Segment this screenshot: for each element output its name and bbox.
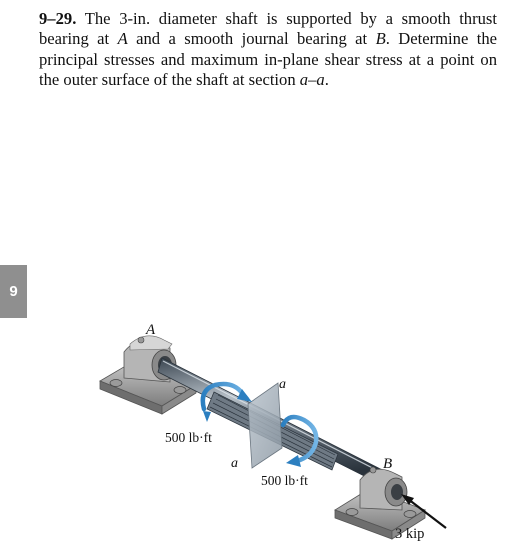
problem-statement: 9–29. The 3-in. diameter shaft is suppor… xyxy=(39,9,497,91)
torque-arrow-left xyxy=(200,381,252,422)
torque-arrow-right xyxy=(280,414,319,467)
section-ref: a–a xyxy=(299,70,325,90)
problem-number: 9–29. xyxy=(39,9,77,28)
label-bearing-b: B xyxy=(383,456,392,472)
label-bearing-a: A xyxy=(145,322,156,338)
problem-text-2: and a smooth journal bearing at xyxy=(127,29,376,49)
bearing-b xyxy=(334,466,426,540)
label-axial-load: 3 kip xyxy=(395,526,424,542)
shaft-figure: A a 500 lb·ft a B 500 lb·ft 3 kip xyxy=(99,322,447,542)
chapter-tab: 9 xyxy=(0,265,27,318)
label-section-top: a xyxy=(279,377,286,392)
problem-text-3: . Determine the principal stresses and m… xyxy=(39,29,498,90)
axial-load-arrow xyxy=(401,494,447,529)
label-section-bottom: a xyxy=(231,456,238,471)
label-torque-left: 500 lb·ft xyxy=(165,430,212,445)
point-b-ref: B xyxy=(375,29,386,49)
section-plane xyxy=(247,382,283,469)
problem-text-1: The 3-in. diameter shaft is supported by… xyxy=(39,9,497,49)
label-torque-right: 500 lb·ft xyxy=(261,473,308,488)
point-a-ref: A xyxy=(117,29,128,49)
problem-text-end: . xyxy=(324,70,329,90)
